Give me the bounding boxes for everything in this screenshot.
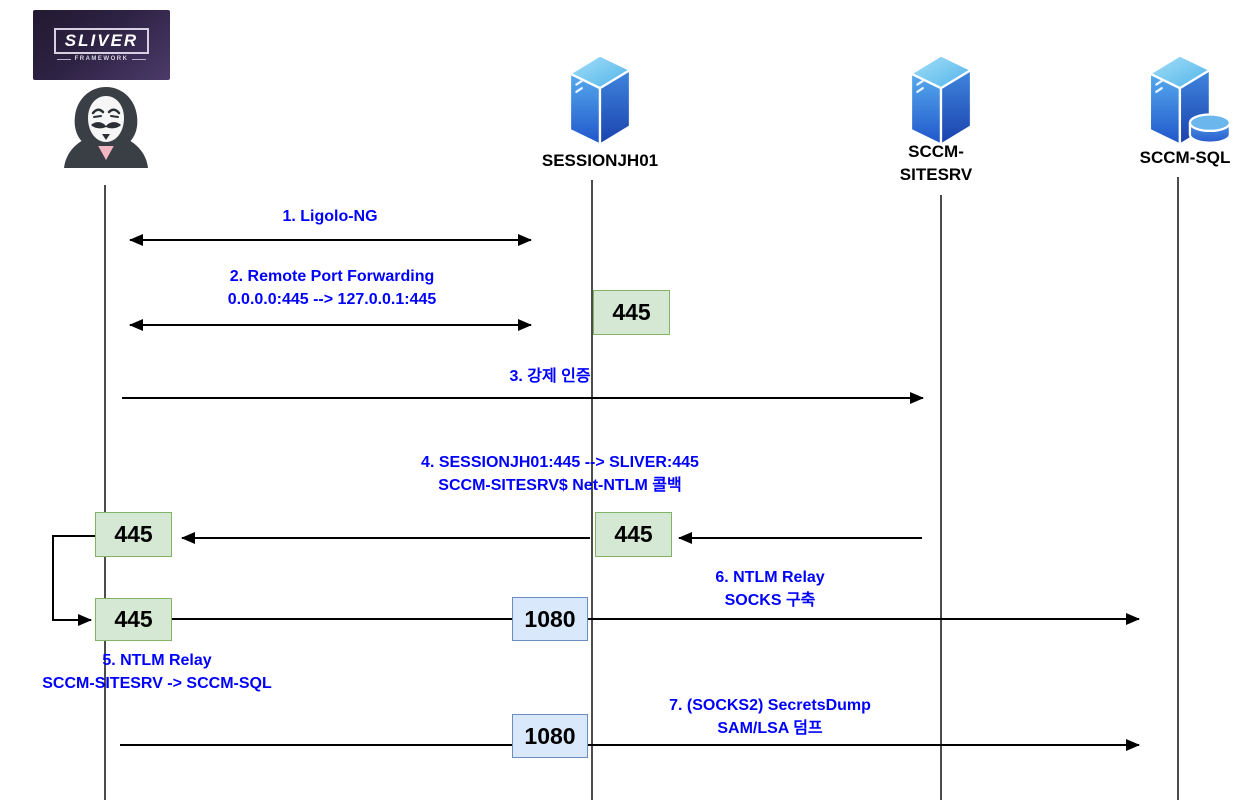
sliver-logo-title: SLIVER bbox=[53, 28, 150, 54]
actor-label-sccm-sql: SCCM-SQL bbox=[1140, 147, 1231, 169]
message-7-line1: 7. (SOCKS2) SecretsDump bbox=[669, 697, 871, 714]
port-445-text: 445 bbox=[114, 606, 153, 632]
message-5-line2: SCCM-SITESRV -> SCCM-SQL bbox=[42, 675, 272, 692]
sitesrv-label-line2: SITESRV bbox=[899, 165, 973, 184]
message-7-line2: SAM/LSA 덤프 bbox=[717, 720, 823, 737]
message-7-secretsdump: 7. (SOCKS2) SecretsDump SAM/LSA 덤프 bbox=[669, 694, 871, 740]
port-1080-text: 1080 bbox=[524, 722, 576, 749]
logo-rule-right bbox=[132, 58, 147, 60]
message-4-line2: SCCM-SITESRV$ Net-NTLM 콜백 bbox=[438, 477, 682, 494]
port-box-1080-sessionjh01-bottom: 1080 bbox=[512, 714, 588, 758]
sql-label-text: SCCM-SQL bbox=[1139, 148, 1231, 167]
message-2-line1: 2. Remote Port Forwarding bbox=[229, 268, 435, 285]
message-5-ntlm-relay: 5. NTLM Relay SCCM-SITESRV -> SCCM-SQL bbox=[42, 649, 272, 695]
sessionjh01-label-text: SESSIONJH01 bbox=[541, 151, 659, 170]
message-1-text: 1. Ligolo-NG bbox=[282, 208, 378, 225]
arrow-5-relay-loop bbox=[52, 535, 95, 626]
port-box-1080-sessionjh01-mid: 1080 bbox=[512, 597, 588, 641]
port-445-text: 445 bbox=[614, 521, 653, 547]
message-3-text: 3. 강제 인증 bbox=[509, 368, 591, 385]
sccm-sitesrv-server-icon bbox=[898, 50, 984, 155]
message-2-port-forwarding: 2. Remote Port Forwarding 0.0.0.0:445 --… bbox=[228, 265, 437, 311]
message-6-ntlm-relay-socks: 6. NTLM Relay SOCKS 구축 bbox=[715, 566, 824, 612]
sliver-logo-subtitle: FRAMEWORK bbox=[56, 56, 147, 62]
hacker-mask-icon bbox=[60, 86, 152, 173]
message-6-line1: 6. NTLM Relay bbox=[715, 569, 825, 586]
message-3-coerced-auth: 3. 강제 인증 bbox=[509, 365, 590, 388]
message-6-line2: SOCKS 구축 bbox=[724, 592, 816, 609]
port-445-text: 445 bbox=[612, 299, 651, 325]
port-box-445-sliver-bottom: 445 bbox=[95, 598, 172, 641]
sessionjh01-server-icon bbox=[557, 50, 643, 155]
sitesrv-label-line1: SCCM- bbox=[908, 142, 964, 161]
actor-label-sessionjh01: SESSIONJH01 bbox=[542, 150, 658, 172]
port-1080-text: 1080 bbox=[524, 605, 576, 632]
port-box-445-sessionjh01-top: 445 bbox=[593, 290, 670, 335]
port-box-445-sliver: 445 bbox=[95, 512, 172, 557]
port-box-445-sessionjh01-mid: 445 bbox=[595, 512, 672, 557]
port-445-text: 445 bbox=[114, 521, 153, 547]
logo-rule-left bbox=[56, 58, 71, 60]
sccm-sql-server-database-icon bbox=[1139, 50, 1239, 155]
actor-label-sccm-sitesrv: SCCM- SITESRV bbox=[900, 140, 972, 186]
message-2-line2: 0.0.0.0:445 --> 127.0.0.1:445 bbox=[227, 291, 437, 308]
message-4-ntlm-callback: 4. SESSIONJH01:445 --> SLIVER:445 SCCM-S… bbox=[421, 451, 699, 497]
message-1-ligolo: 1. Ligolo-NG bbox=[282, 205, 377, 228]
sliver-logo-subtitle-text: FRAMEWORK bbox=[74, 56, 129, 62]
sliver-framework-logo: SLIVER FRAMEWORK bbox=[33, 10, 170, 80]
message-4-line1: 4. SESSIONJH01:445 --> SLIVER:445 bbox=[421, 454, 699, 471]
message-5-line1: 5. NTLM Relay bbox=[102, 652, 212, 669]
